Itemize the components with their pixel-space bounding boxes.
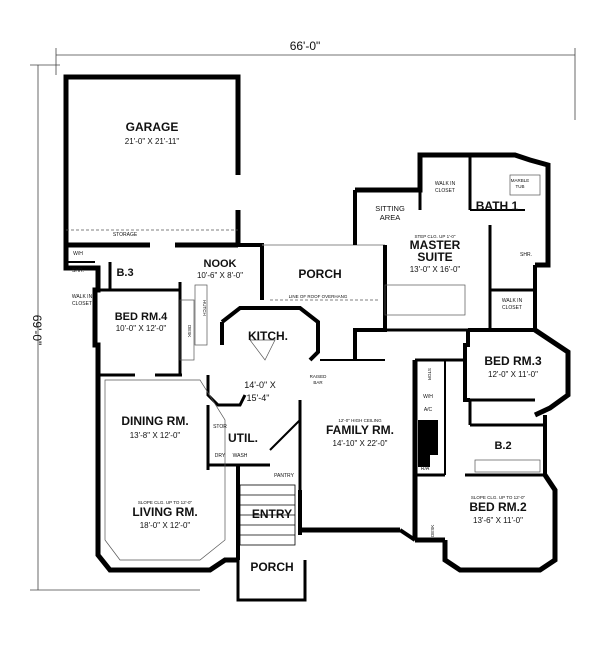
bed3-dim: 12'-0" X 11'-0" (488, 370, 538, 379)
wh-label: W/H (423, 394, 433, 400)
dry-label: DRY (215, 453, 226, 459)
garage-name: GARAGE (126, 120, 179, 134)
walkin-master-1: WALK IN (435, 181, 456, 187)
bed3-name: BED RM.3 (484, 354, 542, 368)
living-note: SLOPE CLG. UP TO 12'-0" (138, 500, 193, 505)
bed2-name: BED RM.2 (469, 500, 527, 514)
nook-name: NOOK (204, 258, 237, 270)
bed2-note: SLOPE CLG. UP TO 12'-0" (471, 495, 526, 500)
walkin-right-1: WALK IN (502, 298, 523, 304)
walkin-left-2: CLOSET (72, 301, 92, 307)
hutch-label: HUTCH (202, 300, 207, 316)
dining-dim: 13'-8" X 12'-0" (130, 431, 181, 440)
roof-overhang-note: LINE OF ROOF OVERHANG (289, 294, 348, 299)
nook-dim: 10'-6" X 8'-0" (197, 271, 243, 280)
storage-label: STORAGE (113, 232, 138, 238)
walkin-right-2: CLOSET (502, 305, 522, 311)
living-name: LIVING RM. (132, 505, 197, 519)
bed4-dim: 10'-0" X 12'-0" (116, 324, 167, 333)
b2-label: B.2 (494, 440, 511, 452)
overall-width: 66'-0" (290, 39, 321, 53)
entry-label: ENTRY (252, 507, 292, 521)
master-name-1: MASTER (410, 238, 461, 252)
family-dim: 14'-10" X 22'-0" (333, 439, 388, 448)
master-dim: 13'-0" X 16'-0" (410, 265, 461, 274)
marble-2: TUB (516, 184, 525, 189)
kitchen-name: KITCH. (248, 329, 288, 343)
shr-label: SHR. (520, 252, 532, 258)
family-note: 12'-0" HIGH CEILING (338, 418, 382, 423)
walkin-master-2: CLOSET (435, 188, 455, 194)
desk-label: DESK (187, 325, 192, 337)
bed2-dim: 13'-6" X 11'-0" (473, 516, 523, 525)
shr-left-label: SHR. (72, 268, 84, 274)
walkin-left-1: WALK IN (72, 294, 93, 300)
porch-top-label: PORCH (298, 267, 341, 281)
b3-label: B.3 (116, 267, 133, 279)
master-note: STEP CLG. UP 1'-0" (414, 234, 455, 239)
marble-1: MARBLE (511, 178, 530, 183)
sitting-1: SITTING (375, 204, 405, 213)
sitting-2: AREA (380, 213, 400, 222)
bed4-name: BED RM.4 (115, 311, 168, 323)
kitchen-dim-2: 15'-4" (247, 393, 270, 403)
ra-label: R/A (421, 466, 430, 472)
raised-bar-2: BAR (313, 380, 323, 385)
porch-bottom-label: PORCH (250, 560, 293, 574)
util-name: UTIL. (228, 431, 258, 445)
fireplace (418, 420, 438, 455)
dining-name: DINING RM. (121, 414, 188, 428)
ac-label: A/C (424, 407, 433, 413)
bath1-label: BATH 1 (476, 199, 519, 213)
living-dim: 18'-0" X 12'-0" (140, 521, 191, 530)
desk-right-label: DESK (430, 525, 435, 537)
pantry-label: PANTRY (274, 473, 294, 479)
master-name-2: SUITE (417, 250, 452, 264)
overall-depth: 69'-0" (30, 315, 44, 346)
wash-label: WASH (233, 453, 248, 459)
garage-dim: 21'-0" X 21'-11" (125, 137, 180, 146)
raised-bar-1: RAISED (310, 374, 328, 379)
stor-right-label: STOR (427, 368, 432, 381)
kitchen-dim-1: 14'-0" X (244, 380, 275, 390)
dimension-lines (30, 48, 576, 591)
family-name: FAMILY RM. (326, 423, 394, 437)
stair (239, 484, 296, 546)
wh-left-label: W/H (73, 251, 83, 257)
stor-label: STOR (213, 424, 227, 430)
